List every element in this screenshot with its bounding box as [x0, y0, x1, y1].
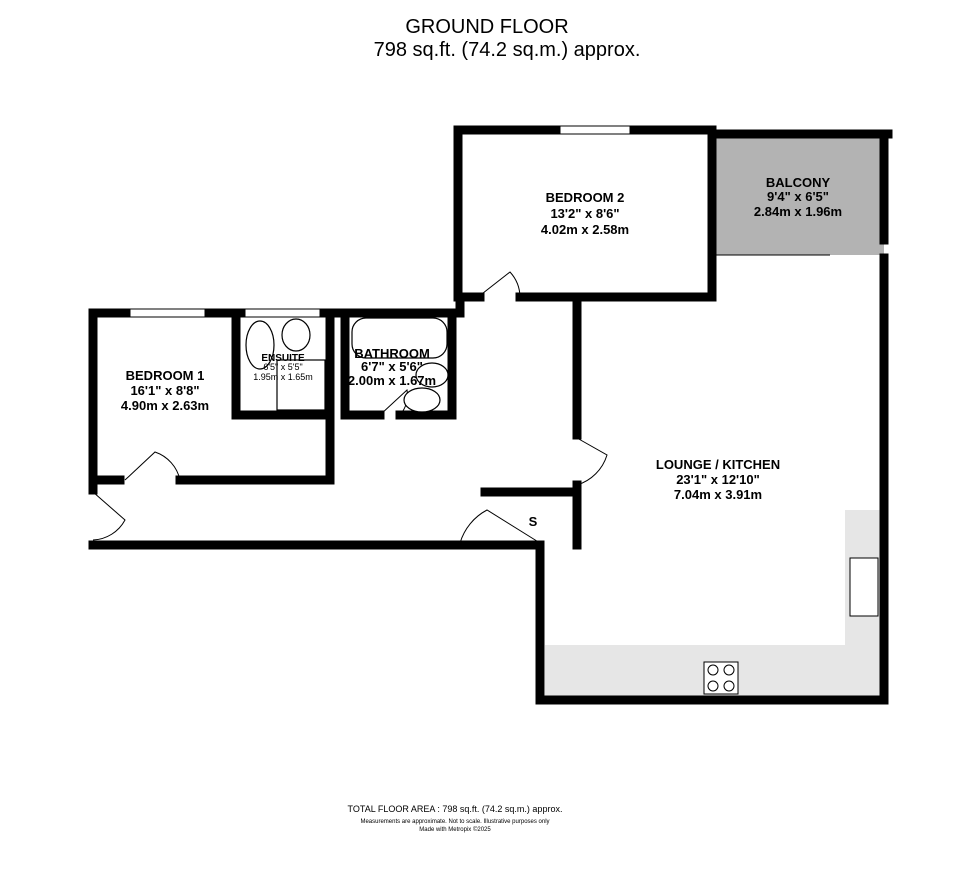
room-metric-lounge-kitchen: 7.04m x 3.91m: [674, 487, 762, 502]
doors: [92, 271, 608, 544]
room-imperial-bedroom-1: 16'1" x 8'8": [130, 383, 199, 398]
sink-icon: [849, 557, 879, 617]
room-metric-ensuite: 1.95m x 1.65m: [253, 372, 313, 382]
footer-total-area: TOTAL FLOOR AREA : 798 sq.ft. (74.2 sq.m…: [348, 804, 563, 814]
sanitaryware: [245, 317, 449, 413]
room-imperial-balcony: 9'4" x 6'5": [767, 189, 829, 204]
floor-title: GROUND FLOOR: [405, 16, 568, 38]
room-imperial-bathroom: 6'7" x 5'6": [361, 359, 423, 374]
room-name-bathroom: BATHROOM: [354, 346, 430, 361]
room-name-lounge-kitchen: LOUNGE / KITCHEN: [656, 457, 780, 472]
hob-burners: [707, 664, 735, 692]
room-imperial-ensuite: 6'5" x 5'5": [263, 362, 302, 372]
room-name-balcony: BALCONY: [766, 175, 831, 190]
room-metric-balcony: 2.84m x 1.96m: [754, 204, 842, 219]
walls: [88, 125, 893, 705]
balcony-area: [712, 134, 884, 255]
room-metric-bedroom-1: 4.90m x 2.63m: [121, 398, 209, 413]
footer-disclaimer: Measurements are approximate. Not to sca…: [360, 819, 549, 825]
hob-icon: [703, 661, 739, 695]
room-imperial-lounge-kitchen: 23'1" x 12'10": [676, 472, 760, 487]
floor-area: 798 sq.ft. (74.2 sq.m.) approx.: [374, 39, 641, 61]
room-name-ensuite: ENSUITE: [261, 353, 305, 364]
room-imperial-bedroom-2: 13'2" x 8'6": [550, 206, 619, 221]
room-metric-bedroom-2: 4.02m x 2.58m: [541, 222, 629, 237]
footer-credit: Made with Metropix ©2025: [419, 826, 491, 833]
room-metric-bathroom: 2.00m x 1.67m: [348, 373, 436, 388]
room-name-bedroom-2: BEDROOM 2: [546, 190, 625, 205]
room-name-bedroom-1: BEDROOM 1: [126, 368, 205, 383]
room-name-store: S: [529, 514, 538, 529]
windows: [129, 125, 830, 318]
